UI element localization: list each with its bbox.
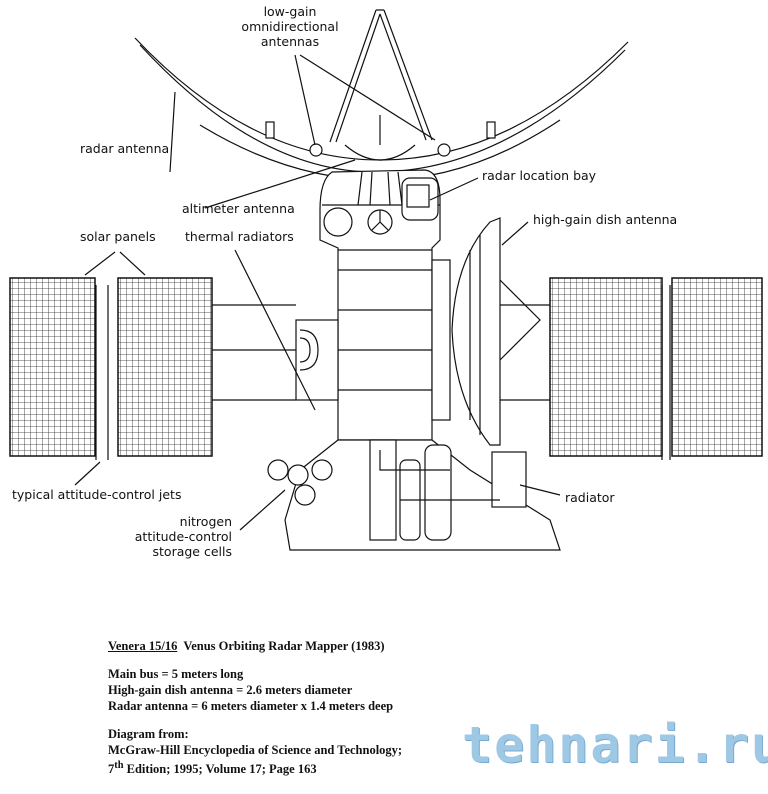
main-bus (319, 169, 441, 441)
label-high-gain: high-gain dish antenna (533, 212, 677, 227)
solar-panels (9, 277, 763, 457)
label-solar-panels: solar panels (80, 229, 156, 244)
solar-panel-right-outer (671, 277, 763, 457)
label-low-gain: low-gain (264, 4, 317, 19)
label-radar-antenna: radar antenna (80, 141, 169, 156)
radar-antenna (134, 37, 629, 181)
caption-source: Diagram from: McGraw-Hill Encyclopedia o… (108, 727, 403, 777)
spacecraft-diagram: low-gain omnidirectional antennas radar … (9, 4, 763, 559)
label-thermal-radiators: thermal radiators (185, 229, 294, 244)
omni-antenna-mast (329, 9, 433, 143)
thermal-radiators (295, 259, 451, 421)
label-attitude-jets: typical attitude-control jets (12, 487, 181, 502)
label-low-gain: antennas (261, 34, 319, 49)
solar-panel-right-inner (549, 277, 663, 457)
solar-panel-left-outer (9, 277, 96, 457)
label-nitrogen: attitude-control (135, 529, 232, 544)
leader-lines (74, 54, 561, 531)
high-gain-dish (451, 217, 541, 446)
label-nitrogen: storage cells (153, 544, 232, 559)
label-radar-location-bay: radar location bay (482, 168, 597, 183)
watermark: tehnari.ru (462, 716, 768, 774)
label-nitrogen: nitrogen (180, 514, 232, 529)
solar-panel-left-inner (117, 277, 213, 457)
caption-specs: Main bus = 5 meters long High-gain dish … (108, 667, 394, 713)
label-radiator: radiator (565, 490, 615, 505)
solar-booms (95, 285, 671, 460)
label-low-gain: omnidirectional (241, 19, 338, 34)
label-altimeter-antenna: altimeter antenna (182, 201, 295, 216)
propulsion-section (267, 439, 561, 551)
